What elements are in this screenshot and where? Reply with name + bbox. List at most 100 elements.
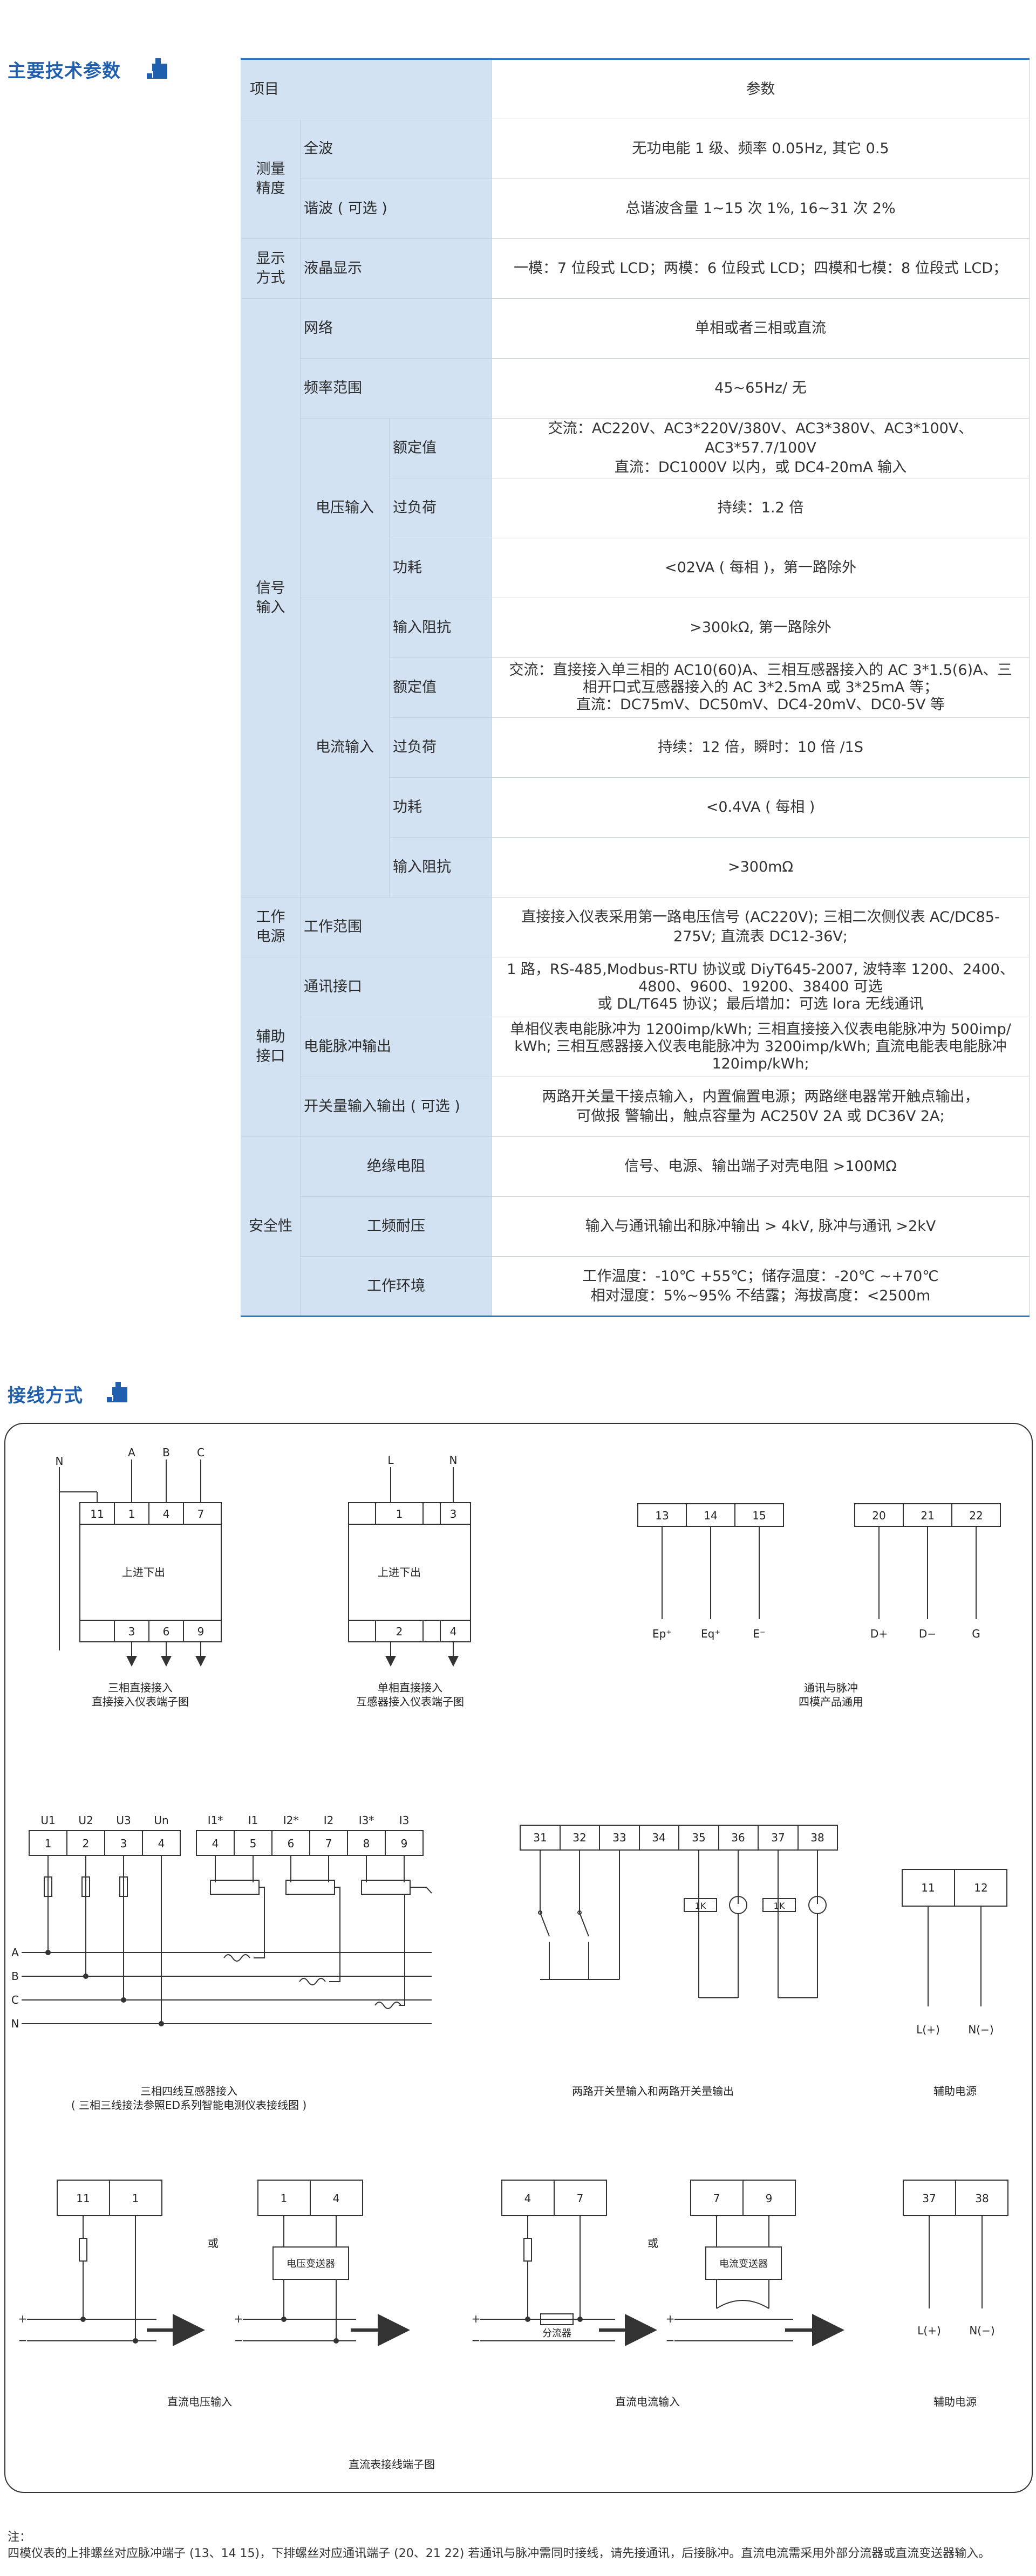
d9-term: 7 (713, 2192, 720, 2205)
d1-term: 9 (197, 1625, 205, 1638)
d10-label: N(−) (969, 2324, 994, 2337)
d7-label: L(+) (916, 2023, 940, 2036)
cat-work-power: 工作电源 (241, 897, 301, 957)
d9-caption: 直流电流输入 (615, 2395, 680, 2408)
d9-or: 或 (648, 2237, 658, 2250)
val-v-rated-line1: 交流：AC220V、AC3*220V/380V、AC3*380V、AC3*100… (548, 420, 973, 456)
d8-plus: + (18, 2312, 28, 2325)
d4-label: D− (919, 1627, 936, 1640)
d6-caption: 两路开关量输入和两路开关量输出 (572, 2085, 734, 2098)
d1-term: 1 (128, 1508, 135, 1520)
val-comm-line2: 4800、9600、19200、38400 可选 (638, 978, 883, 995)
d6-term: 33 (612, 1831, 626, 1844)
val-v-power: <02VA ( 每相 )，第一路除外 (492, 538, 1030, 598)
d5-line: A (11, 1946, 19, 1959)
note-text: 四模仪表的上排螺丝对应脉冲端子 (13、14 15)，下排螺丝对应通讯端子 (2… (8, 2547, 991, 2560)
d9-term: 9 (766, 2192, 773, 2205)
diagram-switch-io: 31 32 33 34 35 36 37 38 1K 1K 两路开关量输入和两路… (520, 1825, 838, 2098)
diagram-dc-voltage: 11 1 或 1 4 电压变送器 + − + − 直流电压输入 (18, 2180, 410, 2408)
val-freq: 45~65Hz/ 无 (492, 358, 1030, 419)
val-c-overload: 持续：12 倍，瞬时：10 倍 /1S (492, 717, 1030, 778)
d5-ilabel: I1 (248, 1814, 258, 1827)
d5-caption: ( 三相三线接法参照ED系列智能电测仪表接线图 ) (71, 2099, 306, 2112)
val-env-line2: 相对湿度：5%~95% 不结露；海拔高度：<2500m (590, 1287, 931, 1304)
diagram-single-phase: L N 1 3 上进下出 2 4 单相直接接入 互感器接入仪表端子图 (348, 1454, 471, 1708)
d5-vterm: 2 (83, 1837, 90, 1850)
d3-term: 14 (704, 1509, 717, 1522)
d1-caption: 直接接入仪表端子图 (92, 1695, 189, 1708)
d5-line: C (11, 1993, 19, 2006)
bottom-caption: 直流表接线端子图 (349, 2458, 435, 2471)
d3-label: Ep⁺ (652, 1627, 672, 1640)
diagram-dc-current: 4 7 或 7 9 分流器 电流变送器 + − + − 直流电流输入 (472, 2180, 844, 2408)
d1-term: 4 (163, 1508, 170, 1520)
row-c-power: 功耗 (388, 777, 493, 838)
val-network: 单相或者三相或直流 (492, 298, 1030, 359)
row-withstand: 工频耐压 (299, 1196, 493, 1257)
val-insulation: 信号、电源、输出端子对壳电阻 >100MΩ (492, 1136, 1030, 1197)
val-c-rated-line1: 交流：直接接入单三相的 AC10(60)A、三相互感器接入的 AC 3*1.5(… (509, 662, 1012, 679)
d3-label: E⁻ (753, 1627, 765, 1640)
row-v-overload: 过负荷 (388, 478, 493, 538)
d2-caption: 单相直接接入 (378, 1681, 442, 1694)
diagram-aux-power: 11 12 L(+) N(−) 辅助电源 (902, 1869, 1007, 2098)
d10-label: L(+) (917, 2324, 941, 2337)
d4-term: 21 (921, 1509, 934, 1522)
row-full-wave: 全波 (299, 119, 493, 179)
val-v-overload: 持续：1.2 倍 (492, 478, 1030, 538)
val-switch-line1: 两路开关量干接点输入，内置偏置电源；两路继电器常开触点输出， (542, 1088, 979, 1105)
val-comm-line3: 或 DL/T645 协议；最后增加：可选 lora 无线通讯 (597, 996, 924, 1012)
val-c-rated-line3: 直流：DC75mV、DC50mV、DC4-20mV、DC0-5V 等 (576, 696, 945, 713)
cat-display: 显示方式 (241, 238, 301, 299)
d2-caption: 互感器接入仪表端子图 (356, 1695, 464, 1708)
d3-term: 13 (655, 1509, 669, 1522)
d6-res: 1K (695, 1901, 706, 1911)
d2-label-n: N (449, 1454, 458, 1467)
d7-term: 12 (974, 1881, 987, 1894)
footnote: 注： 四模仪表的上排螺丝对应脉冲端子 (13、14 15)，下排螺丝对应通讯端子… (8, 2530, 1027, 2562)
row-c-impedance2: 输入阻抗 (388, 837, 493, 898)
val-v-rated: 交流：AC220V、AC3*220V/380V、AC3*380V、AC3*100… (492, 418, 1030, 478)
d8-or: 或 (208, 2237, 219, 2250)
d6-term: 36 (731, 1831, 745, 1844)
d1-term: 11 (90, 1508, 104, 1520)
sub-current-input: 电流输入 (300, 598, 390, 898)
d9-term: 7 (577, 2192, 584, 2205)
row-c-impedance: 输入阻抗 (388, 598, 493, 658)
d5-vlabel: U2 (78, 1814, 93, 1827)
d7-caption: 辅助电源 (933, 2085, 977, 2098)
d5-vterm: 3 (120, 1837, 127, 1850)
d8-term: 1 (132, 2192, 139, 2205)
d1-label-a: A (128, 1446, 135, 1459)
val-env-line1: 工作温度：-10℃ +55℃；储存温度：-20℃ ~+70℃ (582, 1268, 939, 1285)
d4-label: G (972, 1627, 980, 1640)
val-c-impedance: >300kΩ, 第一路除外 (492, 598, 1030, 658)
comm-caption: 通讯与脉冲 (804, 1681, 858, 1694)
d6-term: 34 (652, 1831, 665, 1844)
val-pulse: 单相仪表电能脉冲为 1200imp/kWh; 三相直接接入仪表电能脉冲为 500… (492, 1017, 1030, 1077)
row-work-range: 工作范围 (299, 897, 493, 957)
d6-term: 37 (771, 1831, 785, 1844)
d3-label: Eq⁺ (701, 1627, 720, 1640)
d6-term: 31 (533, 1831, 547, 1844)
d5-line: B (11, 1970, 19, 1983)
d8-term: 1 (281, 2192, 288, 2205)
d2-term: 3 (450, 1508, 457, 1520)
cat-aux: 辅助接口 (241, 957, 301, 1137)
wiring-diagram-frame: N A B C 11 1 4 7 上进下出 3 6 9 三相直接接入 直接接入仪… (4, 1423, 1033, 2493)
d10-caption: 辅助电源 (933, 2395, 977, 2408)
row-lcd: 液晶显示 (299, 238, 493, 299)
val-comm-line1: 1 路，RS-485,Modbus-RTU 协议或 DiyT645-2007, … (507, 961, 1014, 978)
val-harmonic: 总谐波含量 1~15 次 1%, 16~31 次 2% (492, 179, 1030, 239)
d9-box: 电流变送器 (719, 2258, 768, 2270)
val-withstand: 输入与通讯输出和脉冲输出 > 4kV, 脉冲与通讯 >2kV (492, 1196, 1030, 1257)
row-harmonic: 谐波 ( 可选 ) (299, 179, 493, 239)
row-switch: 开关量输入输出 ( 可选 ) (299, 1077, 493, 1137)
d8-minus: − (18, 2334, 28, 2347)
d5-ilabel: I2* (283, 1814, 299, 1827)
d5-ilabel: I2 (324, 1814, 334, 1827)
row-c-overload: 过负荷 (388, 717, 493, 778)
val-switch: 两路开关量干接点输入，内置偏置电源；两路继电器常开触点输出， 可做报 警输出，触… (492, 1077, 1030, 1137)
row-c-rated: 额定值 (388, 657, 493, 718)
val-switch-line2: 可做报 警输出，触点容量为 AC250V 2A 或 DC36V 2A; (576, 1108, 945, 1125)
